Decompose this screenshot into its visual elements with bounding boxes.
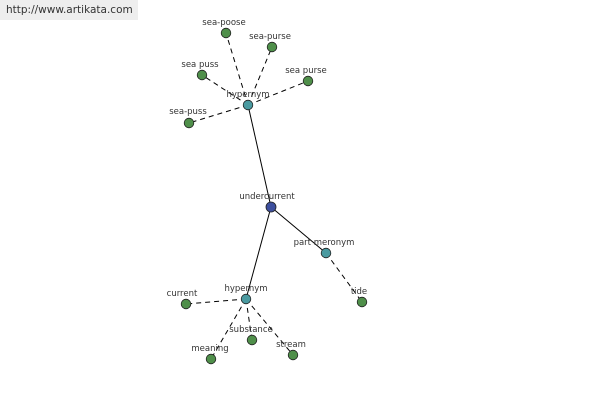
edge-hypernym-bottom-substance	[245, 298, 253, 341]
label-sea-purse-2: sea purse	[285, 66, 327, 76]
edge-hypernym-bottom-meaning	[210, 298, 247, 360]
edge-hypernym-top-sea-poose	[225, 32, 249, 106]
label-substance: substance	[229, 325, 272, 335]
label-stream: stream	[276, 340, 306, 350]
edge-hypernym-top-sea-puss-1	[201, 74, 249, 106]
node-sea-puss-2[interactable]	[183, 117, 195, 129]
label-sea-puss-1: sea puss	[181, 60, 219, 70]
edge-undercurrent-hypernym-top	[247, 104, 272, 208]
node-current[interactable]	[180, 298, 192, 310]
node-substance[interactable]	[246, 334, 258, 346]
nodes-layer	[180, 27, 368, 365]
label-hypernym-bottom: hypernym	[224, 284, 267, 294]
labels-layer: undercurrent hypernym hypernym part meronym…	[167, 18, 368, 354]
edges-layer	[185, 32, 363, 360]
label-tide: tide	[351, 287, 367, 297]
node-stream[interactable]	[287, 349, 299, 361]
edge-undercurrent-part-meronym	[270, 206, 327, 254]
edge-hypernym-bottom-stream	[245, 298, 294, 356]
edge-hypernym-top-sea-puss-2	[188, 104, 249, 124]
node-sea-puss-1[interactable]	[196, 69, 208, 81]
node-undercurrent[interactable]	[265, 201, 277, 213]
node-tide[interactable]	[356, 296, 368, 308]
label-sea-poose: sea-poose	[202, 18, 245, 28]
node-sea-purse-1[interactable]	[266, 41, 278, 53]
label-meaning: meaning	[191, 344, 228, 354]
node-hypernym-top[interactable]	[242, 99, 254, 111]
node-sea-purse-2[interactable]	[302, 75, 314, 87]
edge-hypernym-bottom-current	[185, 298, 247, 305]
label-current: current	[167, 289, 198, 299]
node-part-meronym[interactable]	[320, 247, 332, 259]
label-sea-puss-2: sea-puss	[169, 107, 207, 117]
label-undercurrent: undercurrent	[239, 192, 295, 202]
edge-hypernym-top-sea-purse-2	[247, 80, 309, 106]
label-hypernym-top: hypernym	[226, 90, 269, 100]
edge-undercurrent-hypernym-bottom	[245, 206, 272, 300]
node-meaning[interactable]	[205, 353, 217, 365]
edge-part-meronym-tide	[325, 252, 363, 303]
edge-hypernym-top-sea-purse-1	[247, 46, 273, 106]
label-part-meronym: part meronym	[294, 238, 355, 248]
node-hypernym-bottom[interactable]	[240, 293, 252, 305]
label-sea-purse-1: sea-purse	[249, 32, 291, 42]
node-sea-poose[interactable]	[220, 27, 232, 39]
watermark-url: http://www.artikata.com	[0, 0, 138, 20]
